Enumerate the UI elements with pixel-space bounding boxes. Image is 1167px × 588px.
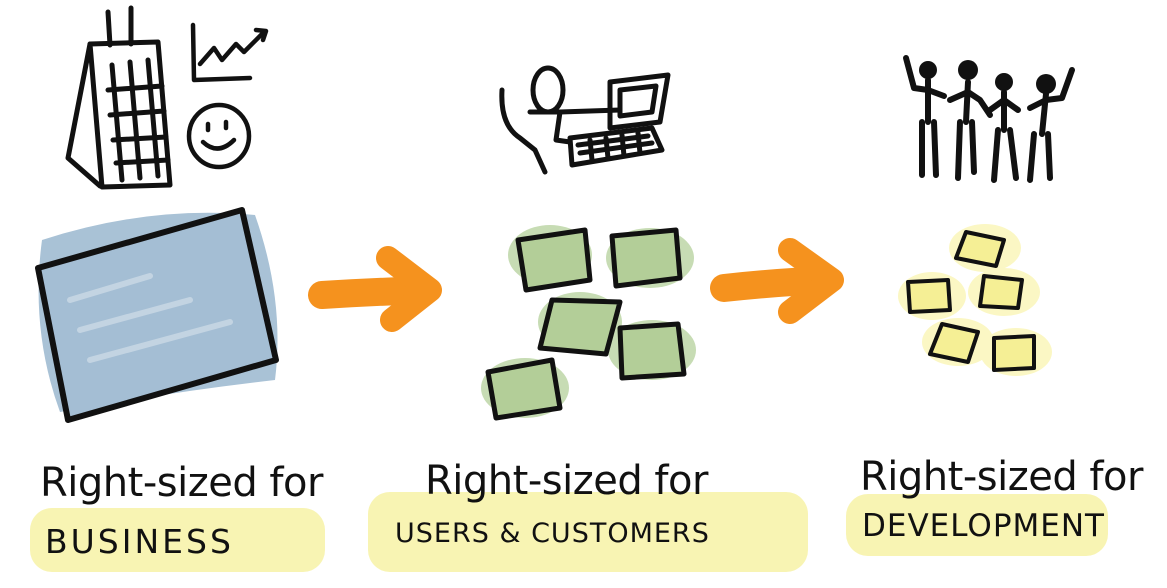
office-building-icon [65, 5, 173, 190]
business-block [35, 207, 279, 423]
arrow-business-to-users [308, 246, 442, 332]
highlight-users [368, 492, 808, 572]
caption-development-line1: Right-sized for [860, 454, 1143, 500]
caption-users-line2: USERS & CUSTOMERS [395, 518, 710, 549]
team-of-people-icon [903, 55, 1075, 183]
caption-development-line2: DEVELOPMENT [862, 508, 1105, 544]
highlight-development [846, 494, 1108, 556]
caption-users-line1: Right-sized for [425, 458, 708, 504]
arrow-users-to-development [710, 238, 844, 324]
growth-chart-icon [190, 22, 269, 83]
caption-business-line1: Right-sized for [40, 460, 323, 506]
highlight-business [30, 508, 325, 572]
person-at-laptop-icon [499, 65, 671, 175]
development-cards [898, 224, 1052, 376]
caption-business-line2: BUSINESS [45, 522, 234, 561]
user-story-cards [481, 225, 696, 421]
smiley-face-icon [186, 102, 252, 170]
